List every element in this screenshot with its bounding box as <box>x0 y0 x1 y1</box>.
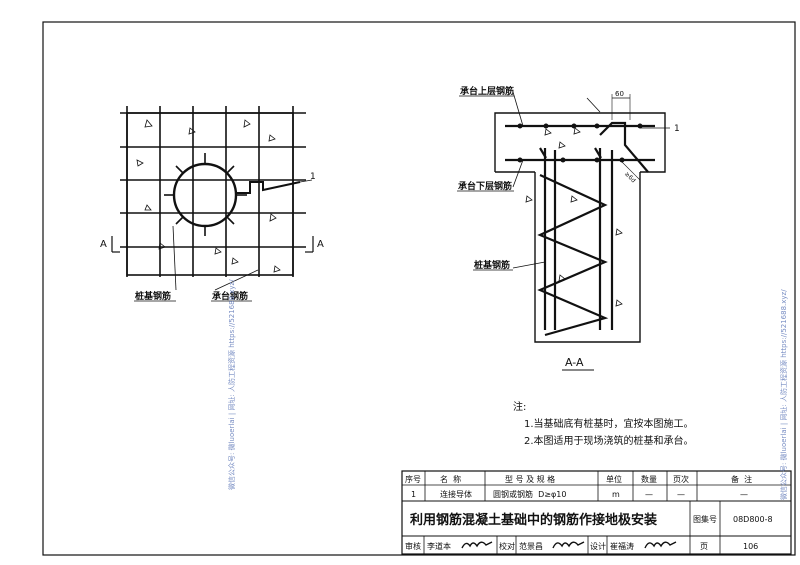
plan-section-marker-right: A <box>317 239 324 250</box>
table-cell-page: — <box>677 490 685 499</box>
table-cell-qty: — <box>645 490 653 499</box>
design-name: 崔福涛 <box>610 541 634 551</box>
table-cell-unit: m <box>612 490 620 499</box>
drawing-frame <box>42 21 796 556</box>
plan-section-marker-left: A <box>100 239 107 250</box>
plan-label-cap-rebar: 承台钢筋 <box>212 290 248 302</box>
material-table <box>401 470 792 555</box>
table-cell-index: 1 <box>411 490 416 499</box>
table-header-index: 序号 <box>405 474 421 484</box>
table-cell-name: 连接导体 <box>440 489 472 499</box>
section-label-bottom-rebar: 承台下层钢筋 <box>458 180 512 192</box>
watermark-right: 微信公众号: 微luoerlai | 网址: 人防工程资源 https://52… <box>779 289 788 500</box>
design-label: 设计 <box>590 541 606 551</box>
table-header-page: 页次 <box>673 474 689 484</box>
page-label: 页 <box>700 542 708 551</box>
check-label: 校对 <box>499 541 515 551</box>
dimension-60: 60 <box>615 90 624 98</box>
drawing-title: 利用钢筋混凝土基础中的钢筋作接地极安装 <box>410 512 657 528</box>
table-header-spec: 型 号 及 规 格 <box>505 474 555 484</box>
design-signature <box>644 541 677 549</box>
note-2: 2.本图适用于现场浇筑的桩基和承台。 <box>524 434 694 447</box>
section-callout-number: 1 <box>674 124 680 134</box>
section-label-top-rebar: 承台上层钢筋 <box>460 85 514 97</box>
table-header-remark: 备 注 <box>731 474 752 484</box>
check-name: 范景昌 <box>519 541 543 551</box>
table-header-name: 名 称 <box>440 474 461 484</box>
table-cell-spec: 圆钢或钢筋 D≥φ10 <box>493 489 566 499</box>
section-label-pile-rebar: 桩基钢筋 <box>474 259 510 271</box>
review-label: 审核 <box>405 541 421 551</box>
table-header-qty: 数量 <box>641 474 657 484</box>
plan-view <box>111 106 314 291</box>
dimension-6d: ≥6d <box>623 170 637 184</box>
table-header-unit: 单位 <box>606 474 622 484</box>
page-number: 106 <box>743 542 758 551</box>
notes-heading: 注: <box>513 400 526 413</box>
section-view <box>494 91 670 343</box>
plan-callout-number: 1 <box>310 172 316 182</box>
plan-label-pile-rebar: 桩基钢筋 <box>135 290 171 302</box>
atlas-number: 08D800-8 <box>733 515 773 524</box>
check-signature <box>552 541 585 549</box>
watermark-left: 微信公众号: 微luoerlai | 网址: 人防工程资源 https://52… <box>227 279 236 490</box>
section-title: A-A <box>565 356 584 369</box>
review-name: 李道本 <box>427 541 451 551</box>
table-cell-remark: — <box>740 490 748 499</box>
review-signature <box>461 541 493 549</box>
note-1: 1.当基础底有桩基时，宜按本图施工。 <box>524 417 694 430</box>
atlas-label: 图集号 <box>693 514 717 524</box>
